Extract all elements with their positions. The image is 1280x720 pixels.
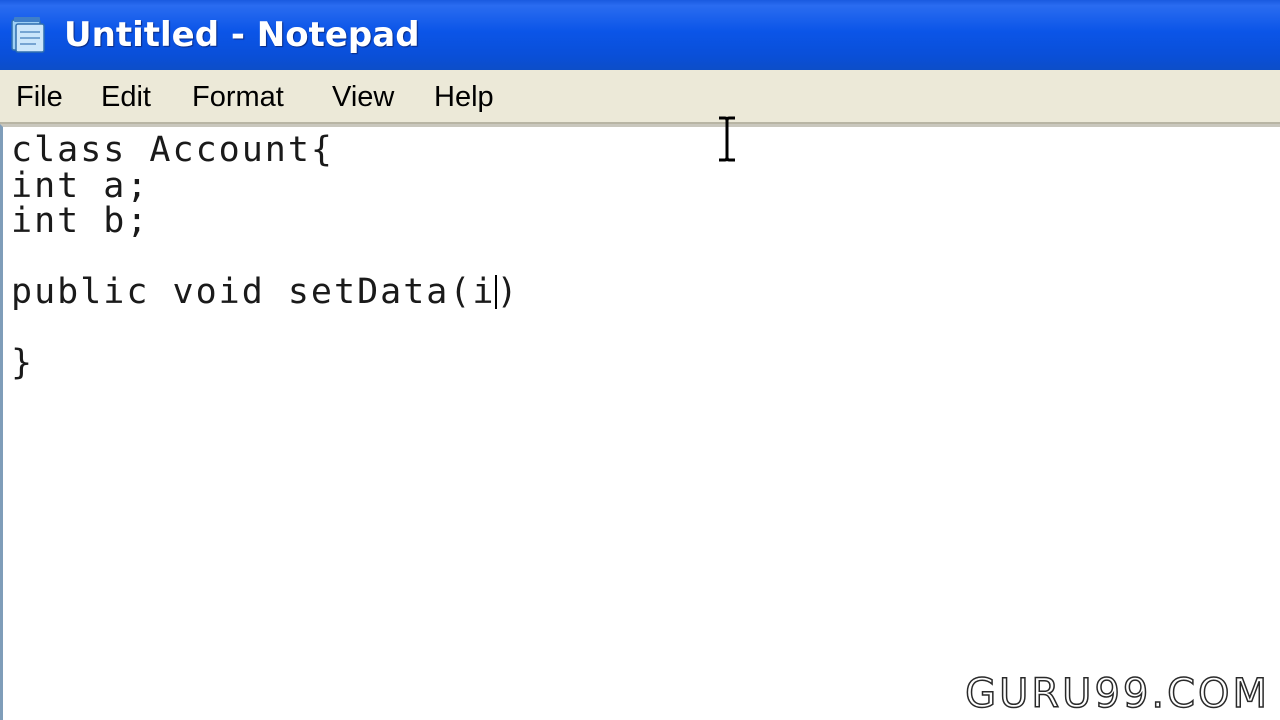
editor-line: } [11, 343, 35, 383]
editor-line: int a; [11, 165, 150, 206]
menu-format[interactable]: Format [192, 81, 284, 113]
menu-edit[interactable]: Edit [101, 81, 151, 113]
text-caret [494, 275, 497, 309]
caret-line-before: public void setData(i [11, 272, 496, 312]
editor-line: public void setData(i) [11, 272, 520, 312]
editor-content[interactable]: class Account{ int a; int b; public void… [11, 130, 520, 383]
title-bar[interactable]: Untitled - Notepad [0, 0, 1280, 70]
menu-file[interactable]: File [16, 81, 63, 113]
menu-view[interactable]: View [332, 81, 395, 113]
watermark-logo: GURU99.COM [964, 670, 1270, 718]
editor-line-with-caret: public void setData(i) [11, 272, 520, 312]
ibeam-cursor-icon [719, 116, 735, 162]
text-editor-area[interactable]: class Account{ int a; int b; public void… [0, 124, 1280, 720]
editor-line: int b; [11, 201, 150, 241]
window-title: Untitled - Notepad [64, 15, 420, 55]
editor-line: class Account{ [11, 130, 335, 170]
notepad-icon [11, 17, 45, 53]
menu-help[interactable]: Help [434, 81, 494, 113]
menu-bar: File Edit Format View Help [0, 70, 1280, 124]
caret-line-after: ) [496, 272, 520, 312]
